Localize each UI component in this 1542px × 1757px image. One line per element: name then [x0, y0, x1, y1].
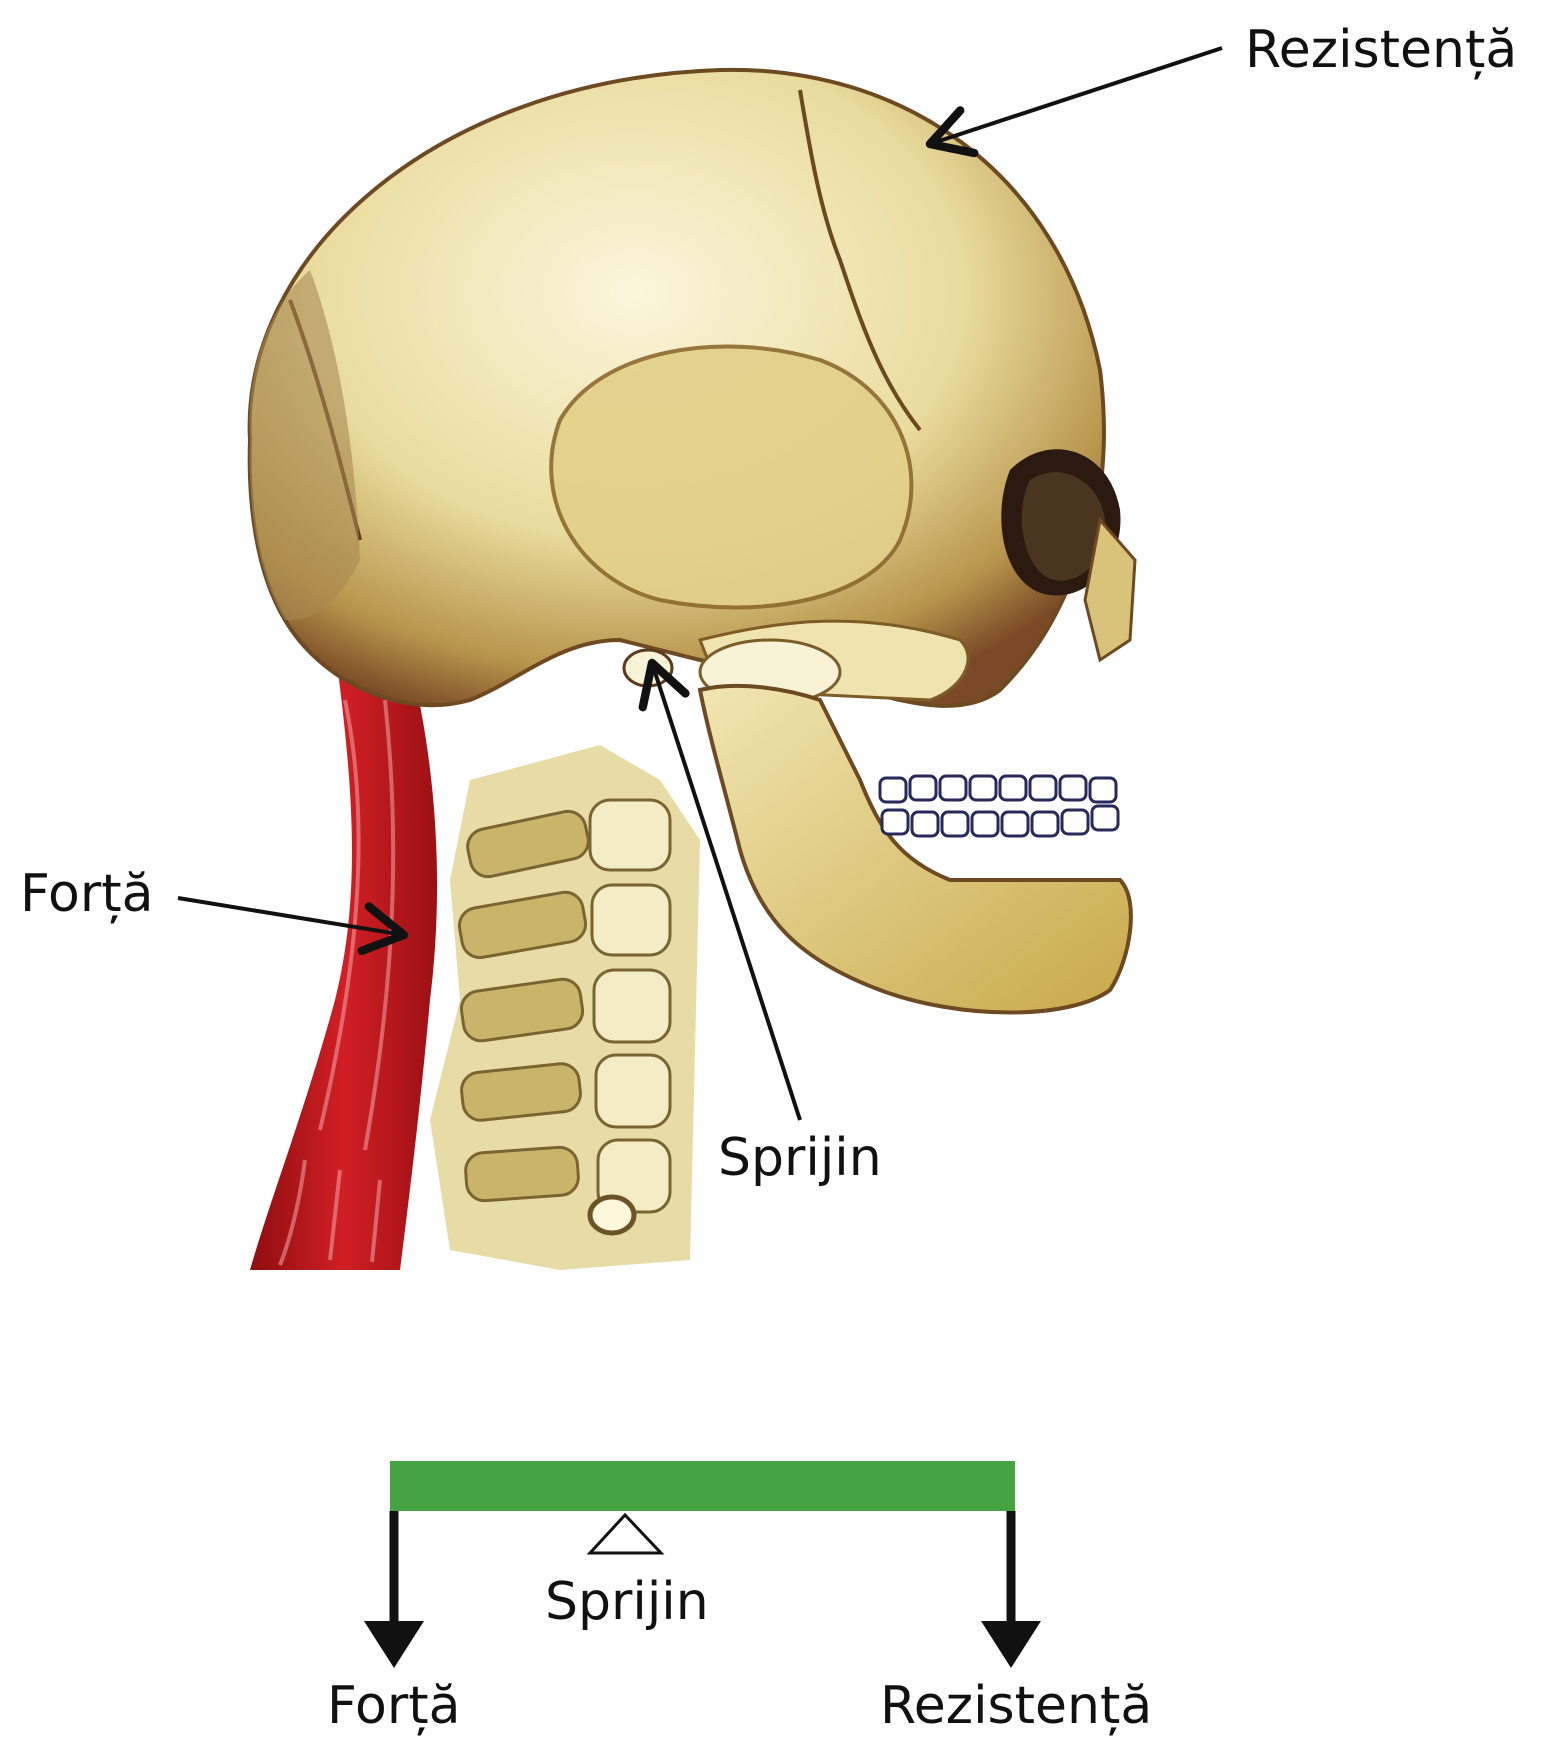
cervical-spine — [430, 745, 700, 1270]
lever-schematic — [364, 1461, 1041, 1668]
force-pointer — [177, 896, 409, 955]
neck-muscle — [250, 607, 438, 1270]
label-force-lever: Forță — [327, 1676, 461, 1736]
teeth — [878, 774, 1120, 838]
head-neck-illustration — [247, 67, 1137, 1270]
mandible — [697, 683, 1133, 1015]
fulcrum-triangle — [586, 1512, 665, 1555]
label-fulcrum-lever: Sprijin — [545, 1572, 709, 1632]
lever-beam — [390, 1461, 1015, 1511]
resistance-pointer — [925, 46, 1223, 158]
label-resistance-lever: Rezistență — [880, 1676, 1153, 1736]
force-arrowhead — [364, 1621, 424, 1668]
resistance-arrowhead — [981, 1621, 1041, 1668]
label-fulcrum-illustration: Sprijin — [718, 1128, 882, 1188]
fulcrum-pointer — [638, 658, 802, 1121]
label-resistance-top: Rezistență — [1245, 20, 1518, 80]
label-force-left: Forță — [20, 864, 154, 924]
